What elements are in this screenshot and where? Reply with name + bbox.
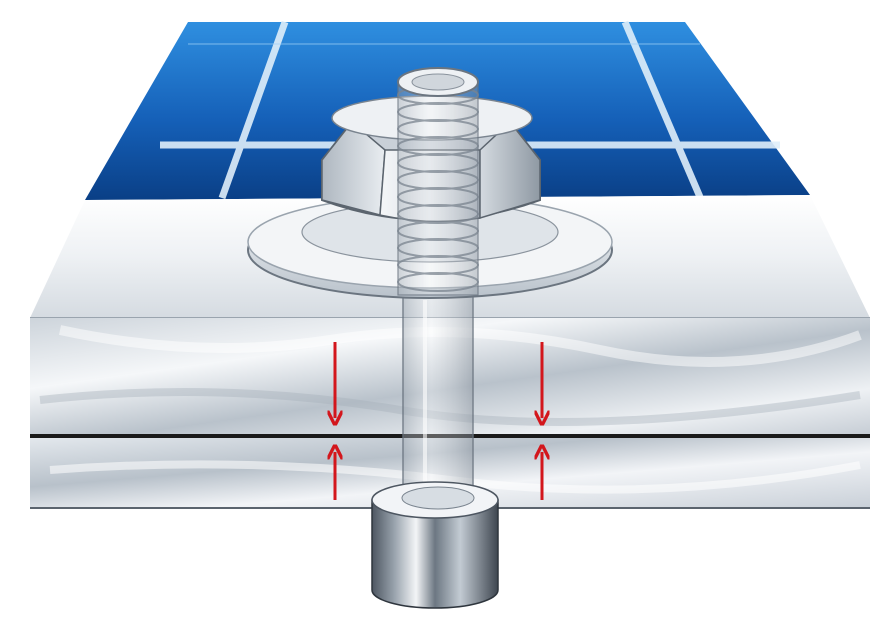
bottom-nut: [371, 481, 499, 609]
bolt-shank: [402, 289, 474, 511]
bolt-thread: [397, 67, 479, 296]
clamping-arrows: [335, 342, 542, 500]
